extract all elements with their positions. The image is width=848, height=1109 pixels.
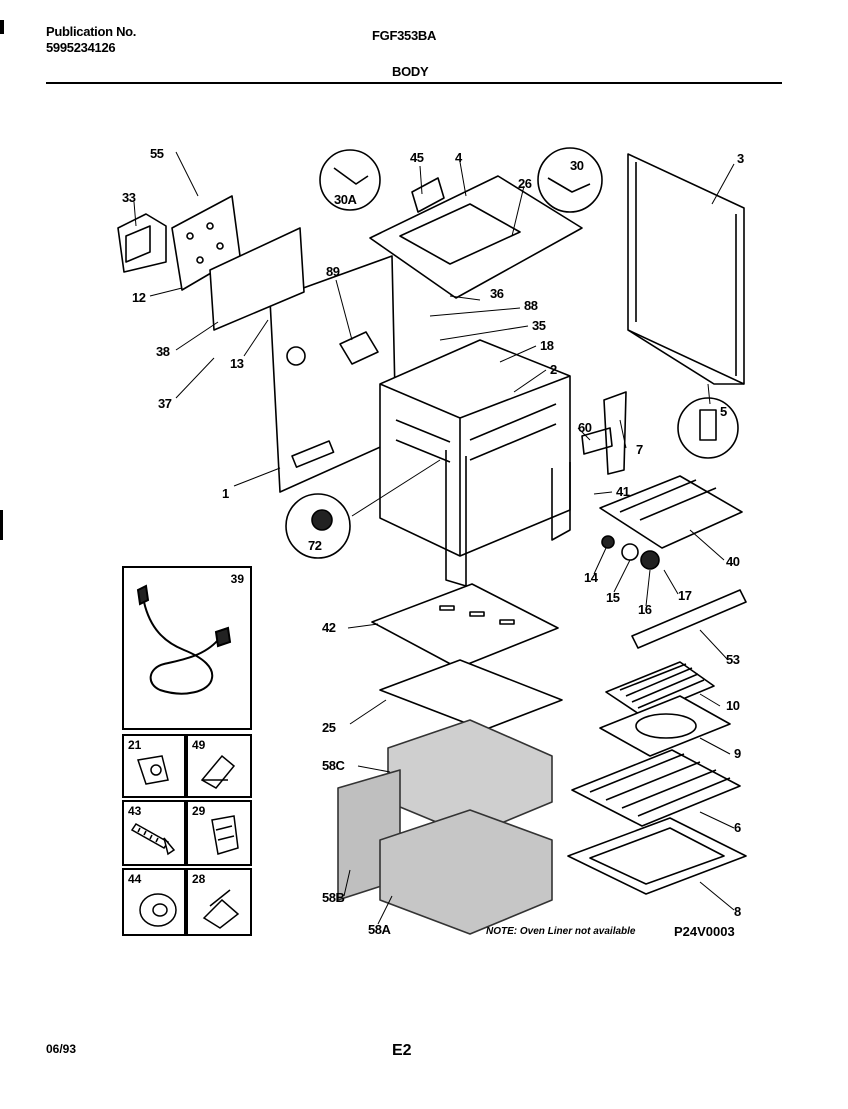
callout-14: 14 [584, 570, 598, 585]
inset-44-number: 44 [128, 872, 142, 886]
inset-29-number: 29 [192, 804, 206, 818]
callout-58a: 58A [368, 922, 391, 937]
callout-60: 60 [578, 420, 592, 435]
callout-45: 45 [410, 150, 424, 165]
part-10-pan-grid [605, 661, 715, 717]
part-89-switch [339, 331, 379, 365]
callout-3: 3 [737, 151, 744, 166]
part-4-top [369, 175, 583, 299]
part-40-front-panel [599, 475, 743, 549]
callout-38: 38 [156, 344, 170, 359]
part-25-bottom [379, 659, 563, 731]
inset-39-power-cord: 39 [122, 566, 252, 730]
bracket-icon [200, 754, 236, 789]
part-16-knob [640, 550, 660, 570]
spring-clip-icon [202, 889, 240, 929]
callout-15: 15 [606, 590, 620, 605]
part-5-leveler [677, 397, 739, 459]
part-45-bracket [411, 177, 445, 213]
power-cord-icon [136, 584, 232, 695]
callout-72: 72 [308, 538, 322, 553]
section-title: BODY [392, 64, 429, 79]
inset-28-spring-clip: 28 [186, 868, 252, 936]
inset-21-clip: 21 [122, 734, 186, 798]
callout-25: 25 [322, 720, 336, 735]
callout-13: 13 [230, 356, 244, 371]
inset-39-number: 39 [230, 572, 244, 586]
inset-43-screw: 43 [122, 800, 186, 866]
part-2-body [379, 339, 571, 557]
callout-35: 35 [532, 318, 546, 333]
callout-17: 17 [678, 588, 692, 603]
callout-42: 42 [322, 620, 336, 635]
scan-mark [0, 20, 4, 34]
callout-30a: 30A [334, 192, 357, 207]
callout-26: 26 [518, 176, 532, 191]
retainer-clip-icon [211, 815, 239, 855]
inset-49-bracket: 49 [186, 734, 252, 798]
callout-18: 18 [540, 338, 554, 353]
part-7-trim [603, 391, 627, 475]
callout-2: 2 [550, 362, 557, 377]
model-number: FGF353BA [372, 28, 437, 43]
callout-30: 30 [570, 158, 584, 173]
callout-7: 7 [636, 442, 643, 457]
callout-36: 36 [490, 286, 504, 301]
inset-44-grommet: 44 [122, 868, 186, 936]
callout-89: 89 [326, 264, 340, 279]
part-9-pan [599, 695, 731, 757]
callout-9: 9 [734, 746, 741, 761]
part-30-detail [537, 147, 603, 213]
callout-10: 10 [726, 698, 740, 713]
callout-37: 37 [158, 396, 172, 411]
part-58a-insulation [379, 809, 553, 935]
part-33-bracket [117, 213, 167, 273]
callout-33: 33 [122, 190, 136, 205]
callout-1: 1 [222, 486, 229, 501]
diagram-code: P24V0003 [674, 924, 735, 939]
callout-6: 6 [734, 820, 741, 835]
footer-date: 06/93 [46, 1042, 77, 1056]
part-14-knob [601, 535, 615, 549]
scan-mark [0, 510, 3, 540]
header-rule [46, 82, 782, 84]
inset-28-number: 28 [192, 872, 206, 886]
callout-41: 41 [616, 484, 630, 499]
screw-icon [130, 823, 176, 856]
publication-number: 5995234126 [46, 40, 116, 55]
publication-label: Publication No. [46, 24, 137, 39]
callout-55: 55 [150, 146, 164, 161]
callout-12: 12 [132, 290, 146, 305]
part-53-rail [631, 589, 747, 649]
grommet-icon [139, 893, 177, 927]
clip-icon [137, 755, 169, 785]
inset-49-number: 49 [192, 738, 206, 752]
callout-53: 53 [726, 652, 740, 667]
callout-16: 16 [638, 602, 652, 617]
callout-40: 40 [726, 554, 740, 569]
part-15-knob [621, 543, 639, 561]
part-6-rack [571, 749, 741, 827]
part-3-side-panel [627, 153, 745, 385]
callout-8: 8 [734, 904, 741, 919]
inset-43-number: 43 [128, 804, 142, 818]
inset-21-number: 21 [128, 738, 142, 752]
part-42-plate [371, 583, 559, 669]
part-8-liner [567, 817, 747, 895]
callout-88: 88 [524, 298, 538, 313]
page-number: E2 [392, 1042, 412, 1059]
inset-29-clip: 29 [186, 800, 252, 866]
oven-liner-note: NOTE: Oven Liner not available [486, 926, 636, 937]
callout-58b: 58B [322, 890, 345, 905]
callout-58c: 58C [322, 758, 345, 773]
callout-5: 5 [720, 404, 727, 419]
callout-4: 4 [455, 150, 462, 165]
